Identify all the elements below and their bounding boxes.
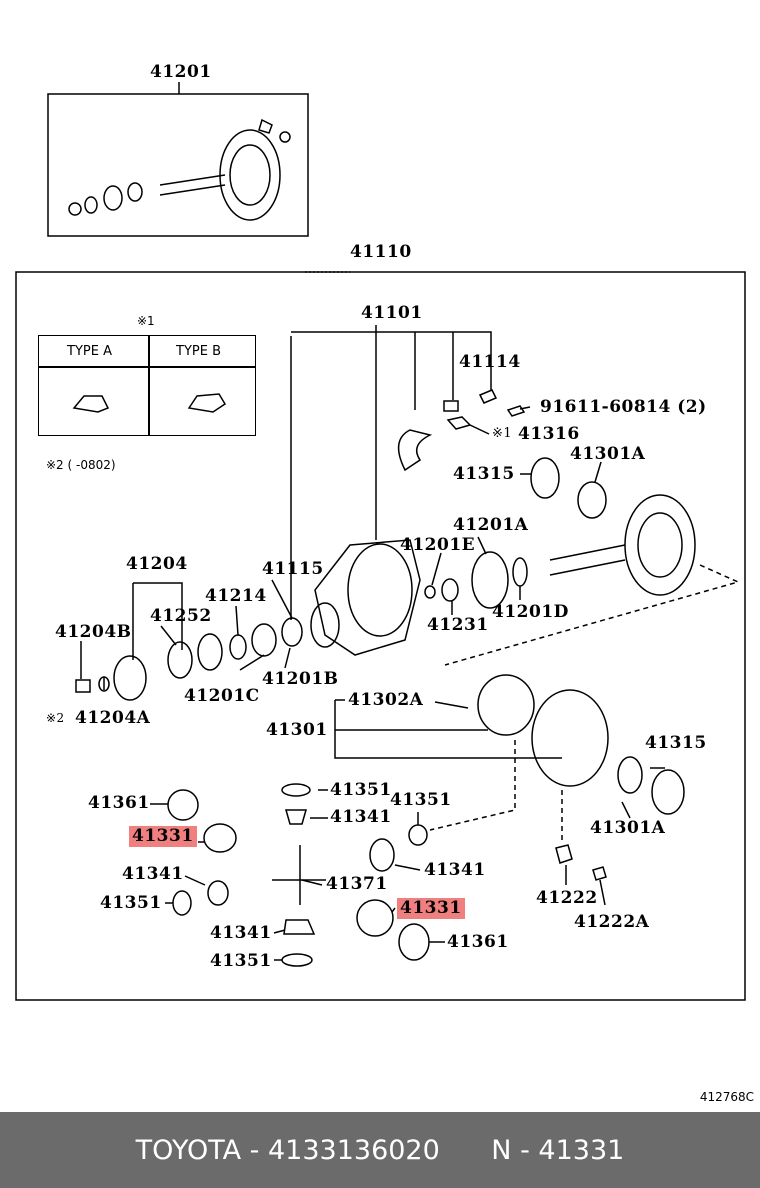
part-label-41201A: 41201A [453,515,529,535]
type-b-header: TYPE B [176,344,221,359]
type-table: TYPE A TYPE B [38,335,256,436]
part-label-41351-c: 41351 [100,893,162,913]
bracket-type-b-icon [187,393,227,413]
part-label-41301A: 41301A [570,444,646,464]
footer-brand: TOYOTA [135,1134,242,1166]
part-label-41341-d: 41341 [210,923,272,943]
part-label-41252: 41252 [150,606,212,626]
part-label-41114: 41114 [459,352,521,372]
gear-set-box [47,93,309,237]
main-assembly-box [15,271,746,1001]
part-label-41316: 41316 [518,424,580,444]
bracket-type-a-icon [72,395,110,413]
part-label-41351-b: 41351 [390,790,452,810]
part-label-41201C: 41201C [184,686,260,706]
differential-case-icon [477,674,535,736]
part-label-41341: 41341 [330,807,392,827]
part-label-41361-b: 41361 [447,932,509,952]
type-a-header: TYPE A [67,344,112,359]
footer-bar: TOYOTA - 4133136020 N - 41331 [0,1112,760,1188]
part-label-41301: 41301 [266,720,328,740]
part-label-41302A: 41302A [348,690,424,710]
part-label-41331-highlighted: 41331 [129,826,197,847]
part-label-41341-c: 41341 [122,864,184,884]
footer-sep: - [241,1134,268,1166]
footer-gap: N - [439,1134,539,1166]
part-mark-41204A: ※2 [46,711,65,725]
part-label-41222A: 41222A [574,912,650,932]
bearing-cup-icon [577,481,607,519]
part-label-41204A: 41204A [75,708,151,728]
ring-pinion-gear-icon [68,118,291,221]
footer-part-number: 4133136020 [268,1134,440,1166]
bolt-icon [478,389,498,404]
part-label-41361: 41361 [88,793,150,813]
part-label-41101: 41101 [361,303,423,323]
part-label-41351-d: 41351 [210,951,272,971]
ring-gear-icon [624,494,696,596]
part-label-41315: 41315 [453,464,515,484]
differential-carrier-icon [310,429,433,656]
plug-icon [443,400,459,412]
note-2: ※2 ( -0802) [46,458,116,472]
part-label-41204B: 41204B [55,622,132,642]
part-label-41201: 41201 [150,62,212,82]
part-label-41204: 41204 [126,554,188,574]
part-label-41331-b-highlighted: 41331 [397,898,465,919]
part-label-41315-b: 41315 [645,733,707,753]
bearing-icon [530,457,560,499]
part-label-41201B: 41201B [262,669,339,689]
part-label-41301A-b: 41301A [590,818,666,838]
part-label-91611: 91611-60814 (2) [540,397,707,417]
part-label-41341-b: 41341 [424,860,486,880]
part-label-41110: 41110 [350,242,412,262]
part-mark-41316: ※1 [492,426,513,441]
part-label-41214: 41214 [205,586,267,606]
part-label-41115: 41115 [262,559,324,579]
part-label-41201D: 41201D [492,602,569,622]
part-label-41231: 41231 [427,615,489,635]
exploded-parts-diagram [15,82,746,1001]
companion-flange-icon [113,655,147,701]
part-label-41351: 41351 [330,780,392,800]
diagram-code: 412768C [699,1090,754,1104]
part-label-41222: 41222 [536,888,598,908]
part-label-41371: 41371 [326,874,388,894]
part-label-41201E: 41201E [400,535,476,555]
bracket-icon [446,416,472,430]
footer-ref: 41331 [538,1134,625,1166]
table-mark: ※1 [137,314,155,328]
